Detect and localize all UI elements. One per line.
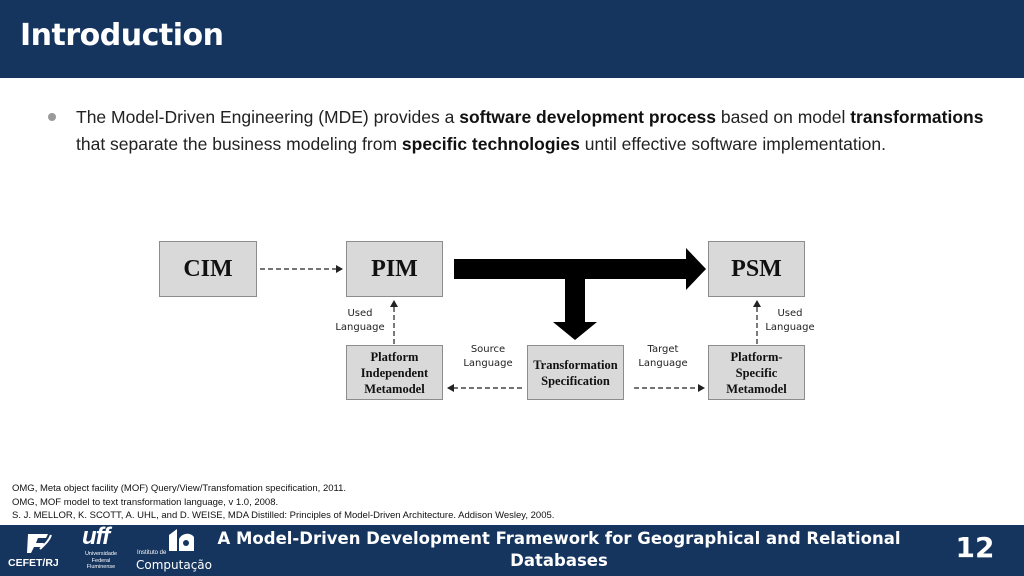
reference-item: OMG, MOF model to text transformation la… [12, 496, 279, 508]
cefet-logo-icon [27, 534, 52, 553]
footer-bar: CEFET/RJ uff Universidade Federal Flumin… [0, 523, 1024, 576]
transformation-down-arrow [553, 279, 597, 340]
target-language-label: Target Language [638, 344, 688, 369]
pim-metamodel-box: Platform Independent Metamodel [346, 345, 443, 400]
used-language-right-label: Used Language [765, 308, 815, 333]
bullet-bold-segment: transformations [850, 107, 984, 127]
pim-to-psm-big-arrow [454, 248, 706, 290]
uff-logo-subtitle: Universidade Federal Fluminense [84, 551, 118, 570]
uff-logo: uff [82, 523, 110, 550]
references: OMG, Meta object facility (MOF) Query/Vi… [12, 482, 1012, 523]
bullet-segment: based on model [715, 107, 851, 127]
bullet-text: The Model-Driven Engineering (MDE) provi… [76, 104, 994, 158]
bullet-segment: The Model-Driven Engineering (MDE) provi… [76, 107, 460, 127]
cim-box: CIM [159, 241, 257, 297]
pim-metamodel-label: Platform Independent Metamodel [360, 349, 429, 396]
cefet-logo-label: CEFET/RJ [8, 557, 59, 569]
header-bar: Introduction [0, 0, 1024, 78]
bullet-point: The Model-Driven Engineering (MDE) provi… [44, 104, 994, 158]
psm-box: PSM [708, 241, 805, 297]
psm-metamodel-box: Platform- Specific Metamodel [708, 345, 805, 400]
psm-metamodel-label: Platform- Specific Metamodel [726, 349, 787, 396]
bullet-segment: until effective software implementation. [579, 134, 886, 154]
ic-logo-top: Instituto de [137, 550, 167, 556]
pim-box: PIM [346, 241, 443, 297]
footer-title: A Model-Driven Development Framework for… [217, 529, 901, 570]
reference-item: OMG, Meta object facility (MOF) Query/Vi… [12, 483, 347, 494]
reference-item: S. J. MELLOR, K. SCOTT, A. UHL, and D. W… [12, 510, 555, 521]
transformation-spec-box: Transformation Specification [527, 345, 624, 400]
ic-logo-icon [169, 529, 194, 551]
source-language-label: Source Language [463, 344, 513, 369]
bullet-bold-segment: software development process [459, 107, 716, 127]
ic-logo-label: Computação [136, 558, 212, 572]
transformation-spec-label: Transformation Specification [533, 357, 618, 388]
bullet-bold-segment: specific technologies [401, 134, 580, 154]
page-number: 12 [955, 531, 995, 564]
slide-title: Introduction [20, 18, 224, 53]
used-language-left-label: Used Language [335, 308, 385, 333]
bullet-dot-icon [48, 113, 56, 121]
bullet-segment: that separate the business modeling from [76, 134, 402, 154]
